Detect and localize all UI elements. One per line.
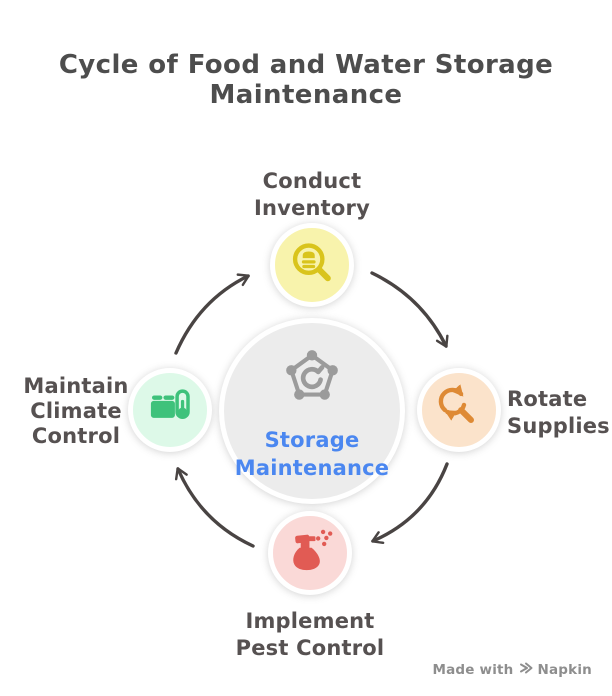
page-title-line-2: Maintenance: [209, 80, 403, 110]
watermark-brand: Napkin: [537, 662, 592, 678]
arrow-top-to-right: [370, 271, 449, 348]
label-maintain-climate-control: Maintain Climate Control: [6, 374, 146, 449]
arrow-left-to-top: [174, 273, 250, 355]
node-conduct-inventory: [270, 223, 354, 307]
rotate-arrows-icon: [435, 384, 483, 436]
page-title-line-1: Cycle of Food and Water Storage: [58, 50, 554, 80]
center-label-line-2: Maintenance: [234, 456, 390, 480]
label-rotate-supplies-line-2: Supplies: [507, 414, 610, 438]
center-node: Storage Maintenance: [219, 318, 405, 504]
label-implement-pest-control: Implement Pest Control: [210, 608, 410, 662]
node-maintain-climate-control: [128, 368, 212, 452]
label-conduct-inventory-line-1: Conduct: [262, 169, 362, 193]
label-conduct-inventory: Conduct Inventory: [212, 168, 412, 222]
cooler-thermometer-icon: [146, 384, 194, 436]
label-maintain-climate-control-line-2: Climate: [30, 399, 122, 423]
pentagon-network-refresh-icon: [281, 345, 343, 411]
center-node-label: Storage Maintenance: [224, 426, 400, 482]
node-rotate-supplies: [417, 368, 501, 452]
label-implement-pest-control-line-1: Implement: [245, 609, 375, 633]
center-label-line-1: Storage: [264, 428, 360, 452]
inventory-magnifier-icon: [288, 239, 336, 291]
watermark-prefix: Made with: [432, 662, 514, 678]
napkin-logo-icon: [519, 661, 533, 679]
label-rotate-supplies-line-1: Rotate: [507, 387, 588, 411]
label-rotate-supplies: Rotate Supplies: [507, 386, 612, 440]
label-conduct-inventory-line-2: Inventory: [254, 196, 370, 220]
watermark: Made with Napkin: [432, 661, 592, 679]
label-implement-pest-control-line-2: Pest Control: [235, 636, 385, 660]
label-maintain-climate-control-line-1: Maintain: [23, 374, 129, 398]
spray-bottle-icon: [286, 527, 334, 579]
page-title: Cycle of Food and Water Storage Maintena…: [0, 50, 612, 110]
label-maintain-climate-control-line-3: Control: [31, 424, 121, 448]
node-implement-pest-control: [268, 511, 352, 595]
